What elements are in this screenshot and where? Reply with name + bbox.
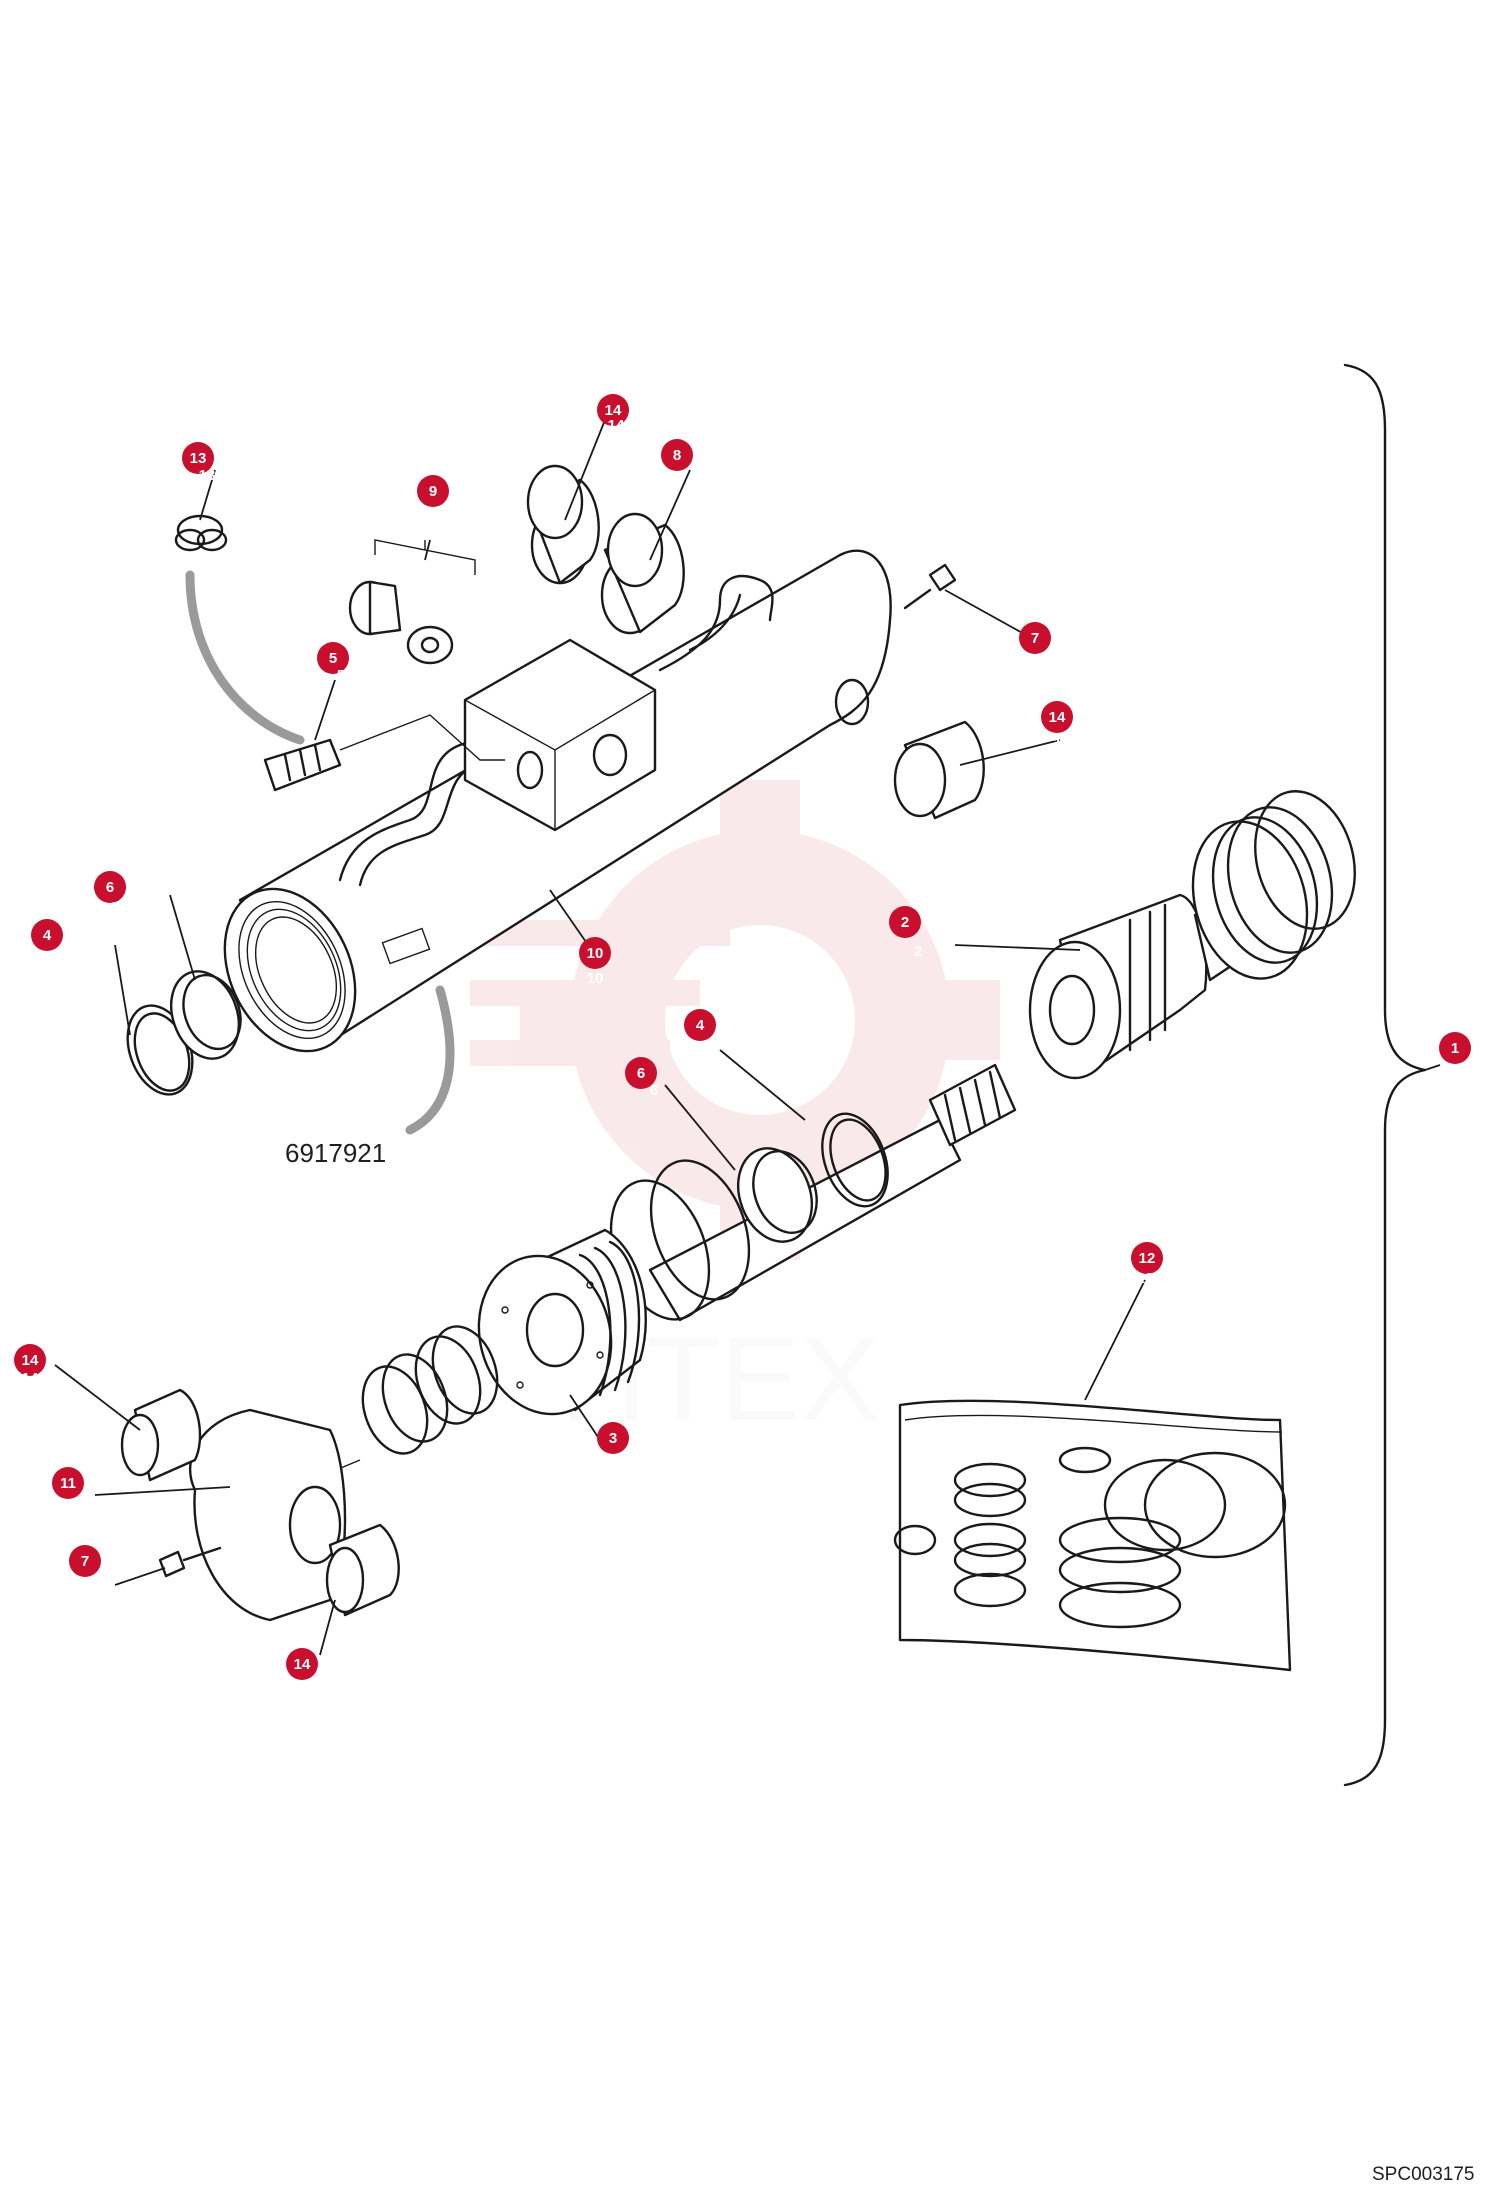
callout-14-right[interactable]: 14 14 [1041,701,1073,752]
flow-arrow-lower [405,985,455,1135]
callout-14-top[interactable]: 14 14 [597,394,629,434]
callout-12[interactable]: 12 12 [1131,1242,1163,1287]
drawing-code: SPC003175 [1372,2164,1474,2185]
callout-3-label: 3 [613,1463,621,1480]
callout-6-left[interactable]: 6 6 [94,871,126,916]
valve-fitting [263,714,505,792]
callout-9-label: 9 [428,514,436,531]
rod-rings [609,1112,889,1321]
callout-11[interactable]: 11 11 [52,1467,84,1521]
gland-seals [1191,790,1356,980]
callout-4-middle[interactable]: 4 4 [684,1009,721,1056]
callout-4-left-label: 4 [40,957,49,974]
svg-text:6: 6 [106,879,114,896]
bushing-top-left [526,464,600,585]
svg-text:8: 8 [673,447,681,464]
svg-text:7: 7 [1031,630,1039,647]
callout-3[interactable]: 3 3 [597,1422,629,1480]
flow-arrow-upper [185,570,305,745]
watermark-gear-icon [470,780,1000,1260]
callout-14-right-label: 14 [1054,735,1071,752]
callout-12-label: 12 [1137,1270,1154,1287]
svg-text:2: 2 [901,914,909,931]
callout-1[interactable]: 1 1 [1439,1032,1471,1082]
callout-6-middle-label: 6 [650,1082,658,1099]
seal-kit-bag [893,1399,1292,1672]
bushing-tube-end [893,720,985,820]
callout-14-bottom-left-label: 14 [22,1370,39,1387]
callout-10[interactable]: 10 10 [579,937,611,987]
svg-text:6: 6 [637,1065,645,1082]
svg-text:5: 5 [329,650,337,667]
callout-4-middle-label: 4 [712,1039,721,1056]
callout-9[interactable]: 9 9 [417,475,449,531]
svg-text:3: 3 [609,1430,617,1447]
callout-7-bottom-label: 7 [84,1584,92,1601]
callout-8[interactable]: 8 8 [661,439,699,485]
callout-13-label: 13 [199,467,216,484]
bushing-eye-left [120,1388,202,1482]
svg-text:9: 9 [429,483,437,500]
callout-11-label: 11 [54,1504,70,1521]
callout-14-top-label: 14 [608,417,625,434]
callout-7-top-label: 7 [1054,672,1062,689]
svg-text:14: 14 [1049,709,1066,726]
svg-text:4: 4 [696,1017,705,1034]
callout-14-bottom-label: 14 [286,1682,303,1699]
piston-seal-stack [361,1325,499,1455]
callouts: 1 1 2 2 3 3 4 4 4 4 5 5 [14,394,1471,1699]
callout-2[interactable]: 2 2 [889,906,922,960]
svg-text:14: 14 [22,1352,39,1369]
svg-text:1: 1 [1451,1040,1459,1057]
plug-and-washer [348,539,476,665]
pipe-fitting [463,638,657,832]
svg-text:10: 10 [587,945,604,962]
rings-left [126,970,242,1096]
svg-text:14: 14 [605,402,622,419]
piston [477,1228,647,1416]
callout-1-label: 1 [1461,1065,1469,1082]
callout-14-bottom-left[interactable]: 14 14 [14,1344,46,1387]
callout-5-label: 5 [337,667,345,684]
callout-6-left-label: 6 [110,899,118,916]
bushing-top-right [600,512,685,635]
grease-nipple-bottom [158,1546,222,1578]
svg-text:4: 4 [43,927,52,944]
callout-8-label: 8 [691,468,699,485]
callout-7-top[interactable]: 7 7 [1019,622,1062,689]
svg-text:11: 11 [60,1475,76,1492]
svg-text:12: 12 [1139,1250,1156,1267]
callout-5[interactable]: 5 5 [317,642,349,684]
small-seal-set [174,514,228,552]
callout-7-bottom[interactable]: 7 7 [69,1545,101,1601]
svg-text:14: 14 [294,1656,311,1673]
svg-text:7: 7 [81,1553,89,1570]
callout-4-left[interactable]: 4 4 [31,919,63,974]
callout-14-bottom[interactable]: 14 14 [286,1648,318,1699]
rod-eye-end [189,1408,347,1622]
callout-13[interactable]: 13 13 [182,442,215,484]
svg-text:13: 13 [190,450,207,467]
callout-10-label: 10 [587,970,604,987]
grease-nipple-top [903,563,957,610]
leader-lines [54,419,1441,1656]
callout-6-middle[interactable]: 6 6 [625,1057,658,1099]
bushing-eye-right [325,1523,400,1617]
assembly-brace [1343,363,1427,1787]
callout-2-label: 2 [914,943,922,960]
part-number-label: 6917921 [285,1138,386,1168]
